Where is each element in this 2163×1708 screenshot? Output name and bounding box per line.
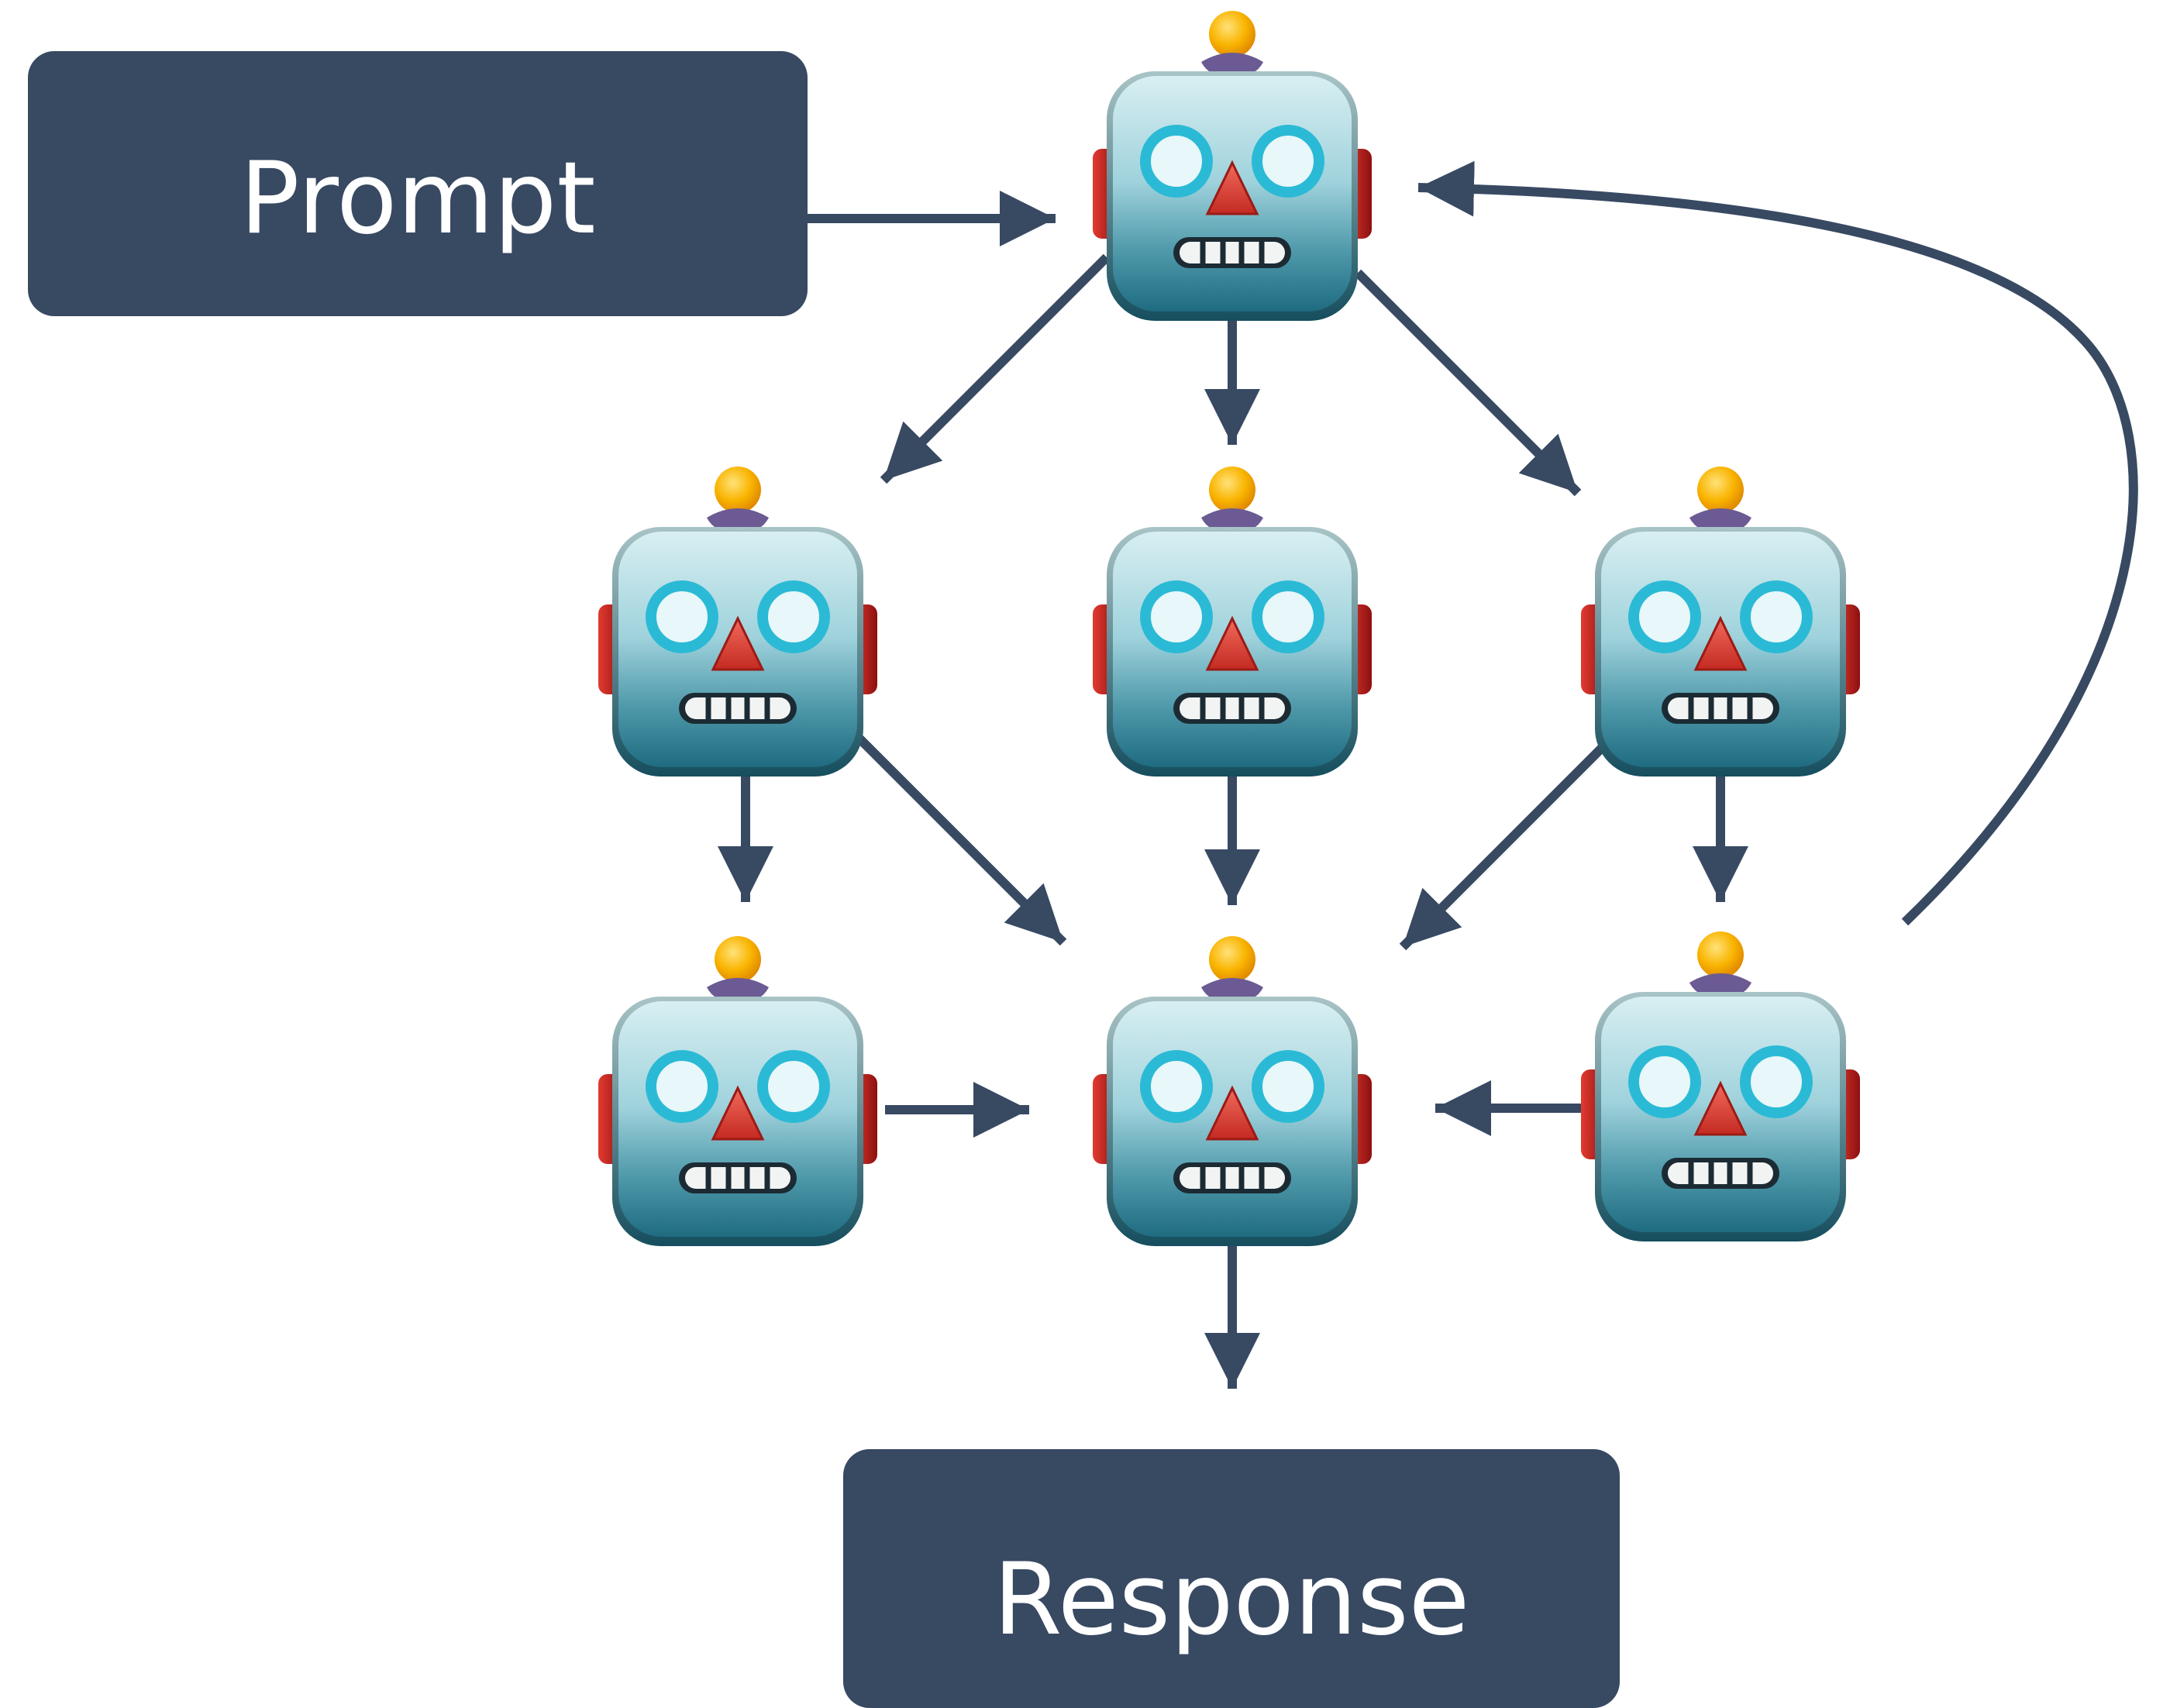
robot-bottom-left-agent-icon [598,936,877,1246]
arrow-orchestrator-to-left-agent [880,253,1111,484]
robot-orchestrator-icon [1093,11,1372,321]
robot-right-agent-icon [1581,467,1860,777]
arrow-orchestrator-to-right-agent [1354,269,1582,497]
arrow-right-agent-to-aggregator [1399,729,1621,951]
arrow-left-agent-to-aggregator [850,729,1067,946]
robot-left-agent-icon [598,467,877,777]
arrow-feedback-loop [1417,160,2138,926]
response-label: Response [994,1542,1470,1658]
prompt-box: Prompt [28,51,808,316]
robot-bottom-right-agent-icon [1581,931,1860,1241]
response-box: Response [843,1449,1620,1708]
robot-aggregator-icon [1093,936,1372,1246]
robot-middle-agent-icon [1093,467,1372,777]
prompt-label: Prompt [239,141,595,257]
arrows [718,160,2138,1389]
